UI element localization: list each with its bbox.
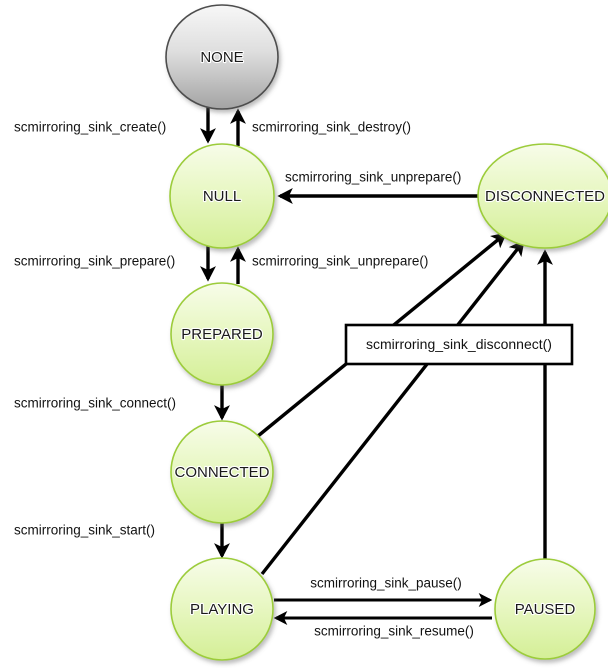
state-node-playing[interactable]: PLAYING (170, 557, 274, 661)
edge-label-destroy: scmirroring_sink_destroy() (252, 120, 411, 135)
state-prepared-shape[interactable] (170, 282, 274, 386)
edges-layer (200, 106, 553, 626)
state-node-null[interactable]: NULL (169, 143, 275, 249)
disconnect-note-box-label: scmirroring_sink_disconnect() (366, 336, 552, 352)
state-disconnected-shape[interactable] (477, 143, 608, 249)
state-playing-shape[interactable] (170, 557, 274, 661)
state-connected-label: CONNECTED (174, 464, 269, 481)
edge-label-resume: scmirroring_sink_resume() (314, 624, 474, 639)
state-paused-shape[interactable] (494, 558, 596, 660)
state-none-label: NONE (200, 49, 243, 66)
edge-label-start: scmirroring_sink_start() (14, 523, 155, 538)
state-node-disconnected[interactable]: DISCONNECTED (477, 143, 608, 249)
state-disconnected-label: DISCONNECTED (485, 188, 605, 205)
edge-labels-layer: scmirroring_sink_create() scmirroring_si… (14, 120, 474, 639)
state-node-connected[interactable]: CONNECTED (170, 420, 274, 524)
edge-label-connect: scmirroring_sink_connect() (14, 396, 176, 411)
edge-label-create: scmirroring_sink_create() (14, 120, 166, 135)
state-node-prepared[interactable]: PREPARED (170, 282, 274, 386)
state-null-shape[interactable] (169, 143, 275, 249)
disconnect-note-box[interactable]: scmirroring_sink_disconnect() (344, 323, 574, 366)
state-playing-label: PLAYING (190, 601, 254, 618)
state-prepared-label: PREPARED (181, 326, 263, 343)
edge-disconnect-from-playing (260, 239, 525, 576)
edge-label-unprepare-prepared: scmirroring_sink_unprepare() (252, 254, 428, 269)
nodes-layer: NONE NULL DISCONNECTED PREPARED CONNECTE… (165, 4, 608, 661)
edge-label-pause: scmirroring_sink_pause() (310, 576, 462, 591)
state-none-shape[interactable] (165, 4, 279, 110)
state-null-label: NULL (203, 188, 241, 205)
state-paused-label: PAUSED (515, 601, 576, 618)
state-connected-shape[interactable] (170, 420, 274, 524)
edge-label-unprepare-disconnected: scmirroring_sink_unprepare() (285, 170, 461, 185)
edge-label-prepare: scmirroring_sink_prepare() (14, 254, 175, 269)
disconnect-note-box-shape[interactable] (344, 323, 574, 366)
state-node-none[interactable]: NONE (165, 4, 279, 110)
state-node-paused[interactable]: PAUSED (494, 558, 596, 660)
